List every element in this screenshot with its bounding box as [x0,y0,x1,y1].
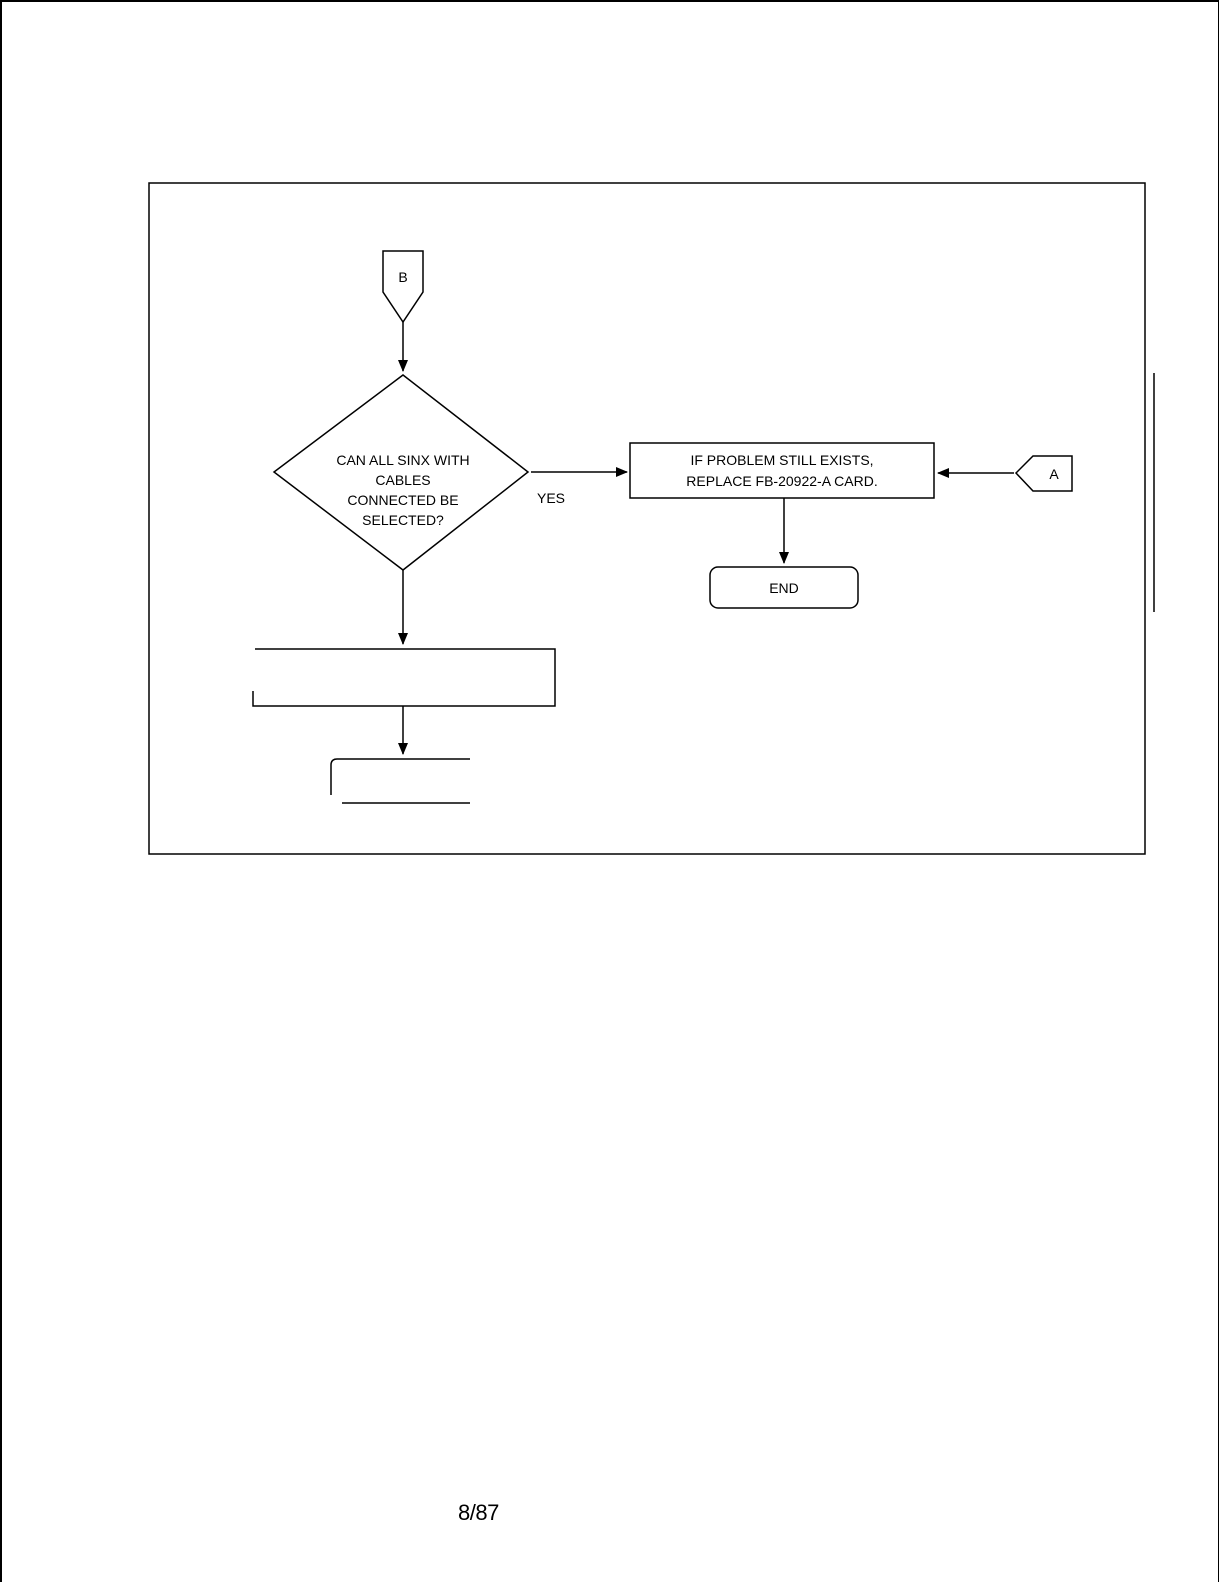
decision-text-line2: CABLES [375,472,430,488]
connector-a-shape [1014,455,1073,492]
replace-card-line1: IF PROBLEM STILL EXISTS, [690,452,873,468]
lower-process-box [252,648,556,707]
decision-text-line4: SELECTED? [362,512,444,528]
connector-a-label: A [1049,466,1059,482]
connector-b-label: B [398,269,407,285]
replace-card-line2: REPLACE FB-20922-A CARD. [686,473,877,489]
yes-label: YES [537,490,565,506]
end-terminator [709,566,859,609]
connector-b-shape [382,250,424,324]
diagram-frame [148,182,1146,855]
decision-text-line3: CONNECTED BE [347,492,458,508]
lower-terminator [330,758,470,795]
decision-text-line1: CAN ALL SINX WITH [336,452,469,468]
end-label: END [769,580,799,596]
replace-card-box [629,442,935,499]
page-number: 8/87 [458,1500,499,1525]
